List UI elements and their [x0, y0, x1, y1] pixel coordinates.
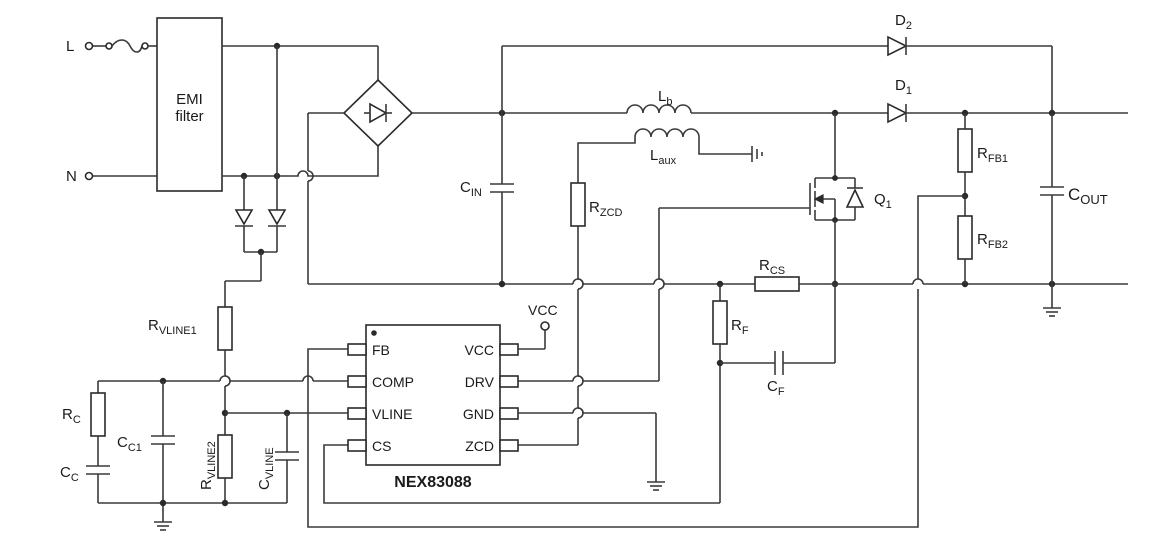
diode-d1: D1: [887, 77, 912, 124]
pin-label-gnd: GND: [463, 406, 494, 422]
rvline1-resistor: RVLINE1: [148, 306, 233, 351]
rc-resistor: RC: [62, 392, 106, 437]
pin-label-cs: CS: [372, 438, 391, 454]
cc-label: CC: [60, 464, 79, 484]
ic-part-number: NEX83088: [394, 474, 471, 491]
rfb2-label: RFB2: [977, 231, 1008, 251]
pin-label-drv: DRV: [465, 374, 495, 390]
d1-label: D1: [895, 77, 912, 97]
rcs-label: RCS: [759, 257, 785, 277]
rfb1-resistor: RFB1: [957, 128, 1008, 173]
laux-label: Laux: [650, 147, 677, 167]
bridge-diode-icon: [364, 102, 392, 124]
cc-capacitor: CC: [60, 464, 110, 484]
cf-label: CF: [767, 378, 785, 398]
neutral-sense-diode-icon: [267, 209, 287, 227]
rvline2-label: RVLINE2: [198, 441, 218, 490]
chassis-ground-icon: [751, 146, 763, 162]
emi-filter: EMI filter: [156, 17, 223, 192]
output-ground-icon: [1043, 307, 1061, 317]
rzcd-label: RZCD: [589, 199, 623, 219]
pin-vcc: [499, 343, 519, 356]
bridge-rectifier: [342, 78, 414, 148]
line-terminal-label: L: [66, 38, 74, 55]
pin-label-fb: FB: [372, 342, 390, 358]
pin-label-comp: COMP: [372, 374, 414, 390]
cc1-capacitor: CC1: [117, 434, 175, 454]
pin-drv: [499, 375, 519, 388]
diode-d2: D2: [887, 12, 912, 57]
cin-label: CIN: [460, 179, 482, 199]
line-sense-diode-icon: [234, 209, 254, 227]
rc-label: RC: [62, 406, 81, 426]
emi-filter-label-1: EMI: [176, 91, 203, 108]
input-capacitor: CIN: [460, 113, 514, 284]
pin-comp: [347, 375, 367, 388]
cvline-label: CVLINE: [256, 447, 276, 490]
q1-label: Q1: [874, 191, 892, 211]
cc1-label: CC1: [117, 434, 142, 454]
boost-inductor: Lb: [626, 88, 692, 114]
rvline1-label: RVLINE1: [148, 317, 197, 337]
pin-cs: [347, 439, 367, 452]
d2-label: D2: [895, 12, 912, 32]
pin-label-vline: VLINE: [372, 406, 412, 422]
cout-label: COUT: [1068, 185, 1108, 207]
neutral-input: N: [66, 168, 157, 185]
rcs-resistor: RCS: [754, 257, 800, 292]
pin-vline: [347, 407, 367, 420]
rfb2-resistor: RFB2: [957, 215, 1008, 260]
fuse-icon: [105, 39, 149, 53]
pin-fb: [347, 343, 367, 356]
line-input: L: [66, 38, 157, 55]
vcc-supply-label: VCC: [528, 302, 558, 318]
rfb1-label: RFB1: [977, 145, 1008, 165]
emi-filter-label-2: filter: [175, 108, 203, 125]
pin-label-zcd: ZCD: [465, 438, 494, 454]
lb-label: Lb: [658, 88, 672, 108]
cvline-capacitor: CVLINE: [256, 447, 299, 490]
pin-gnd: [499, 407, 519, 420]
aux-inductor: Laux: [634, 128, 700, 167]
pin-label-vcc: VCC: [464, 342, 494, 358]
rvline2-resistor: RVLINE2: [198, 434, 233, 490]
neutral-terminal-label: N: [66, 168, 77, 185]
ic-ground-icon: [647, 481, 665, 491]
pin-zcd: [499, 439, 519, 452]
rf-label: RF: [731, 317, 749, 337]
ic-nex83088: NEX83088 FB COMP VLINE CS VCC DRV GND ZC…: [347, 324, 519, 491]
rzcd-resistor: RZCD: [570, 182, 623, 227]
mosfet-q1: Q1: [809, 177, 892, 221]
comp-ground-icon: [154, 521, 172, 531]
output-capacitor: COUT: [1040, 113, 1108, 284]
cf-capacitor: CF: [767, 351, 785, 398]
rf-resistor: RF: [712, 300, 749, 345]
